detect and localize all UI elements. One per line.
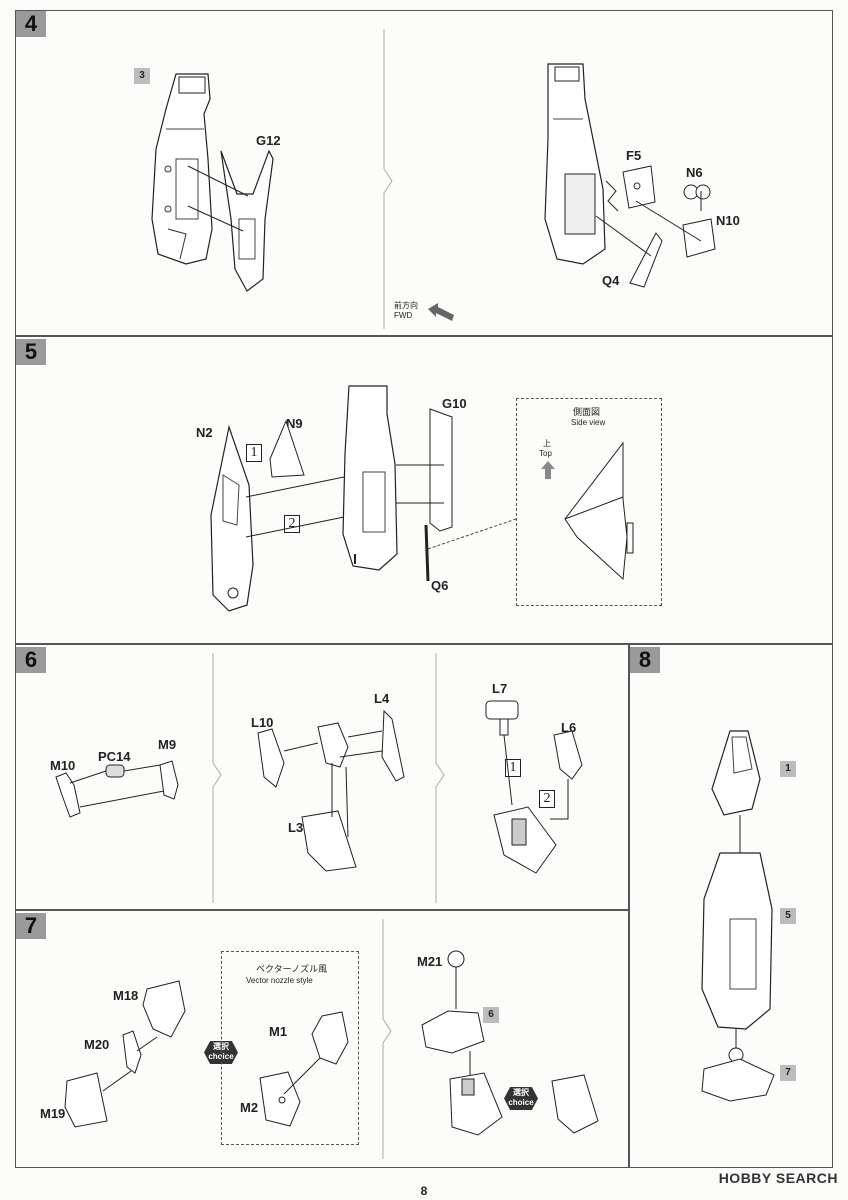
step-6-divider-1 [212,653,222,903]
step-7-number: 7 [16,913,46,939]
part-g10-illustration [429,408,453,532]
side-view-pointer [427,518,517,550]
label-f5: F5 [626,148,642,163]
step-6b-illustration [257,709,405,872]
step-6a-illustration [55,760,179,818]
label-m18: M18 [113,988,139,1003]
up-arrow-icon [541,461,555,479]
label-m19: M19 [40,1106,66,1121]
step-6-divider-2 [435,653,445,903]
page-number: 8 [420,1184,428,1198]
vector-nozzle-en: Vector nozzle style [246,976,313,985]
ref-tag-5: 5 [780,908,796,924]
step-4-number: 4 [16,11,46,37]
fuselage-center-illustration [342,385,398,571]
label-n6: N6 [686,165,703,180]
callout-box-2b: 2 [539,790,555,808]
side-view-box: 側面図 Side view 上 Top [516,398,662,606]
label-n2: N2 [196,425,213,440]
side-view-drawing [564,441,634,581]
label-g12: G12 [256,133,281,148]
label-n10: N10 [716,213,740,228]
step-7a-illustration [64,980,186,1128]
step-5-right-leaders [396,464,444,504]
assembled-fuselage-illustration [701,730,775,1102]
step-4-panel: 4 3 G12 F5 N6 N10 Q4 [15,10,833,336]
step-4-right-leaders [595,180,702,257]
vector-nozzle-illustration [259,1011,349,1127]
label-q6: Q6 [431,578,449,593]
step-7-panel: 7 M18 M20 M19 選択 choice ベクターノズル風 Vector … [15,910,629,1168]
callout-box-1: 1 [246,444,262,462]
label-pc14: PC14 [98,749,131,764]
choice-badge-2: 選択 choice [504,1087,538,1110]
label-l7: L7 [492,681,508,696]
label-m21: M21 [417,954,443,969]
part-n9-illustration [269,419,305,478]
label-m9: M9 [158,737,177,752]
fuselage-right-illustration [544,63,606,265]
part-n10-illustration [682,218,716,258]
ref-tag-3: 3 [134,68,150,84]
part-g12-illustration [220,149,274,292]
label-m2: M2 [240,1100,259,1115]
vector-nozzle-jp: ベクターノズル風 [256,964,328,974]
step-8-number: 8 [630,647,660,673]
step-7-divider [382,919,392,1159]
label-l3: L3 [288,820,304,835]
label-l4: L4 [374,691,390,706]
ref-tag-7: 7 [780,1065,796,1081]
ref-tag-1: 1 [780,761,796,777]
part-q6-illustration [424,524,430,582]
part-q4-illustration [629,232,663,288]
top-label-en: Top [539,449,552,458]
label-q4: Q4 [602,273,620,288]
choice-en-2: choice [508,1098,534,1107]
step-4-leader-lines [187,165,249,232]
direction-label-jp: 前方向 [394,301,418,310]
part-n2-illustration [210,424,254,612]
callout-box-1b: 1 [505,759,521,777]
fuselage-left-illustration [151,73,213,265]
step-5-panel: 5 N2 N9 1 2 G10 Q6 側面図 Side view 上 Top [15,336,833,644]
label-g10: G10 [442,396,467,411]
direction-label-en: FWD [394,311,413,320]
part-n6-illustration [683,184,711,200]
top-label-jp: 上 [543,439,551,448]
side-view-title-en: Side view [571,418,606,427]
step-5-leader-lines [245,476,345,538]
step-7b-illustration [421,950,599,1136]
vector-nozzle-box: ベクターノズル風 Vector nozzle style M1 M2 [221,951,359,1145]
step-4-divider [383,29,393,329]
step-5-number: 5 [16,339,46,365]
side-view-title-jp: 側面図 [573,407,601,417]
choice-jp-2: 選択 [513,1088,529,1097]
ref-tag-6: 6 [483,1007,499,1023]
step-6-panel: 6 M10 PC14 M9 L10 L4 L3 L7 L6 1 2 [15,644,629,910]
step-8-panel: 8 1 5 7 [629,644,833,1168]
label-n9: N9 [286,416,303,431]
brand-watermark: HOBBY SEARCH [718,1170,838,1186]
part-f5-illustration [622,165,656,209]
step-6-number: 6 [16,647,46,673]
label-l10: L10 [251,715,274,730]
label-m10: M10 [50,758,76,773]
step-6c-illustration [485,700,583,874]
fwd-arrow-icon [428,303,454,321]
label-m1: M1 [269,1024,288,1039]
label-m20: M20 [84,1037,110,1052]
